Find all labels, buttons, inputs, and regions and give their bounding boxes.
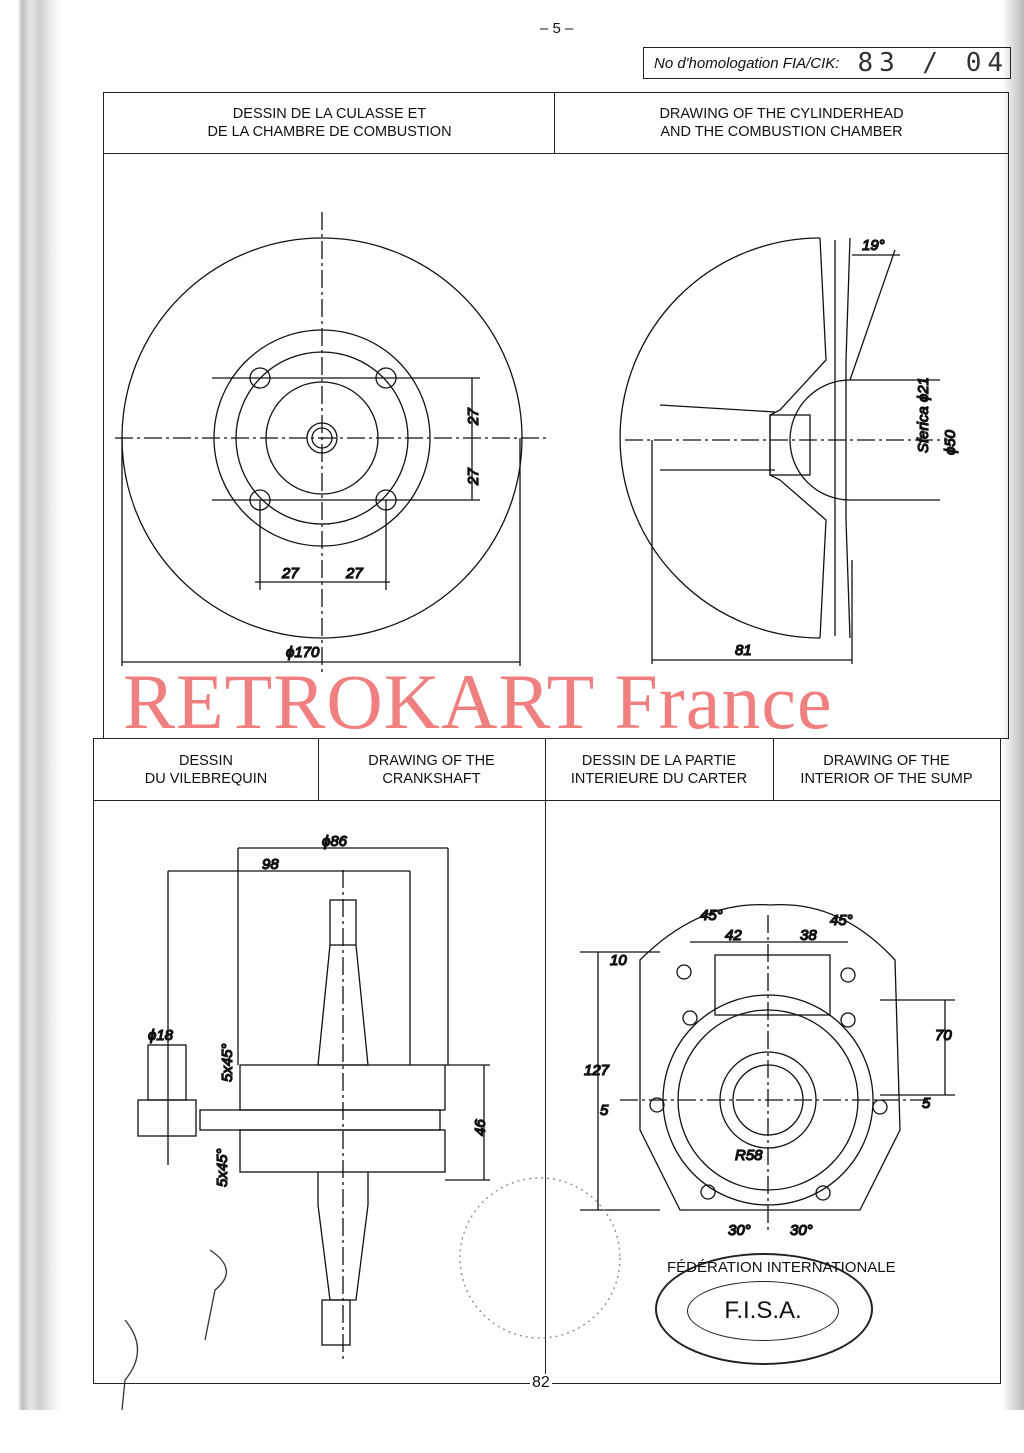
dim-label: ϕ170 <box>286 644 320 661</box>
homologation-box: No d'homologation FIA/CIK: 83 / 04 <box>643 47 1011 79</box>
dim-label: 27 <box>465 468 482 486</box>
cylinderhead-plan-drawing <box>115 212 548 672</box>
dim-label: ϕ86 <box>322 833 348 850</box>
divider <box>773 739 774 801</box>
divider <box>554 93 555 154</box>
header-sump-fr: DESSIN DE LA PARTIE INTERIEURE DU CARTER <box>545 739 773 801</box>
dim-label: 5x45° <box>214 1148 231 1187</box>
dim-label: ϕ18 <box>148 1027 174 1044</box>
header-crankshaft-fr: DESSIN DU VILEBREQUIN <box>94 739 318 801</box>
dim-label: 30° <box>728 1222 751 1239</box>
sump-drawing <box>580 903 955 1230</box>
header-cylinderhead-en: DRAWING OF THE CYLINDERHEAD AND THE COMB… <box>555 93 1008 154</box>
dim-label: 98 <box>262 856 279 873</box>
dim-label: ϕ50 <box>942 429 959 455</box>
divider <box>545 739 546 1383</box>
dim-label: 27 <box>281 565 299 582</box>
dim-label: 19° <box>862 237 885 254</box>
dim-label: 70 <box>935 1027 952 1044</box>
divider <box>318 739 319 801</box>
dim-label: 38 <box>800 927 817 944</box>
cylinderhead-section-drawing <box>619 237 950 664</box>
dim-label: 27 <box>465 408 482 426</box>
signature <box>121 1249 227 1411</box>
header-cylinderhead-fr: DESSIN DE LA CULASSE ET DE LA CHAMBRE DE… <box>104 93 555 154</box>
dim-label: 127 <box>584 1062 610 1079</box>
dim-label: 10 <box>610 952 627 969</box>
dim-label: 46 <box>472 1119 489 1136</box>
dim-label: 27 <box>345 565 363 582</box>
scan-edge-left <box>0 0 62 1410</box>
dim-label: Sferica ϕ21 <box>915 377 932 453</box>
dim-label: 5x45° <box>219 1043 236 1082</box>
dim-label: 30° <box>790 1222 813 1239</box>
stamp-center-text: F.I.S.A. <box>687 1281 839 1341</box>
page-number-top: – 5 – <box>540 20 574 37</box>
homologation-number: 83 / 04 <box>857 48 1010 78</box>
dim-label: 45° <box>700 907 723 924</box>
faded-stamp <box>459 1177 621 1339</box>
stamp-top-text: FÉDÉRATION INTERNATIONALE <box>667 1259 896 1276</box>
dim-label: R58 <box>735 1147 763 1164</box>
homologation-label: No d'homologation FIA/CIK: <box>654 54 840 72</box>
fisa-stamp: FÉDÉRATION INTERNATIONALE F.I.S.A. <box>655 1253 896 1365</box>
watermark: RETROKART France <box>123 658 833 745</box>
dim-label: 5 <box>922 1095 931 1112</box>
dim-label: 5 <box>600 1102 609 1119</box>
scan-edge-right <box>1002 0 1024 1410</box>
crankshaft-drawing <box>137 847 490 1360</box>
header-crankshaft-en: DRAWING OF THE CRANKSHAFT <box>318 739 545 801</box>
page-number: 82 <box>530 1374 552 1392</box>
header-sump-en: DRAWING OF THE INTERIOR OF THE SUMP <box>773 739 1000 801</box>
dim-label: 81 <box>735 642 752 659</box>
dim-label: 45° <box>830 912 853 929</box>
dim-label: 42 <box>725 927 742 944</box>
